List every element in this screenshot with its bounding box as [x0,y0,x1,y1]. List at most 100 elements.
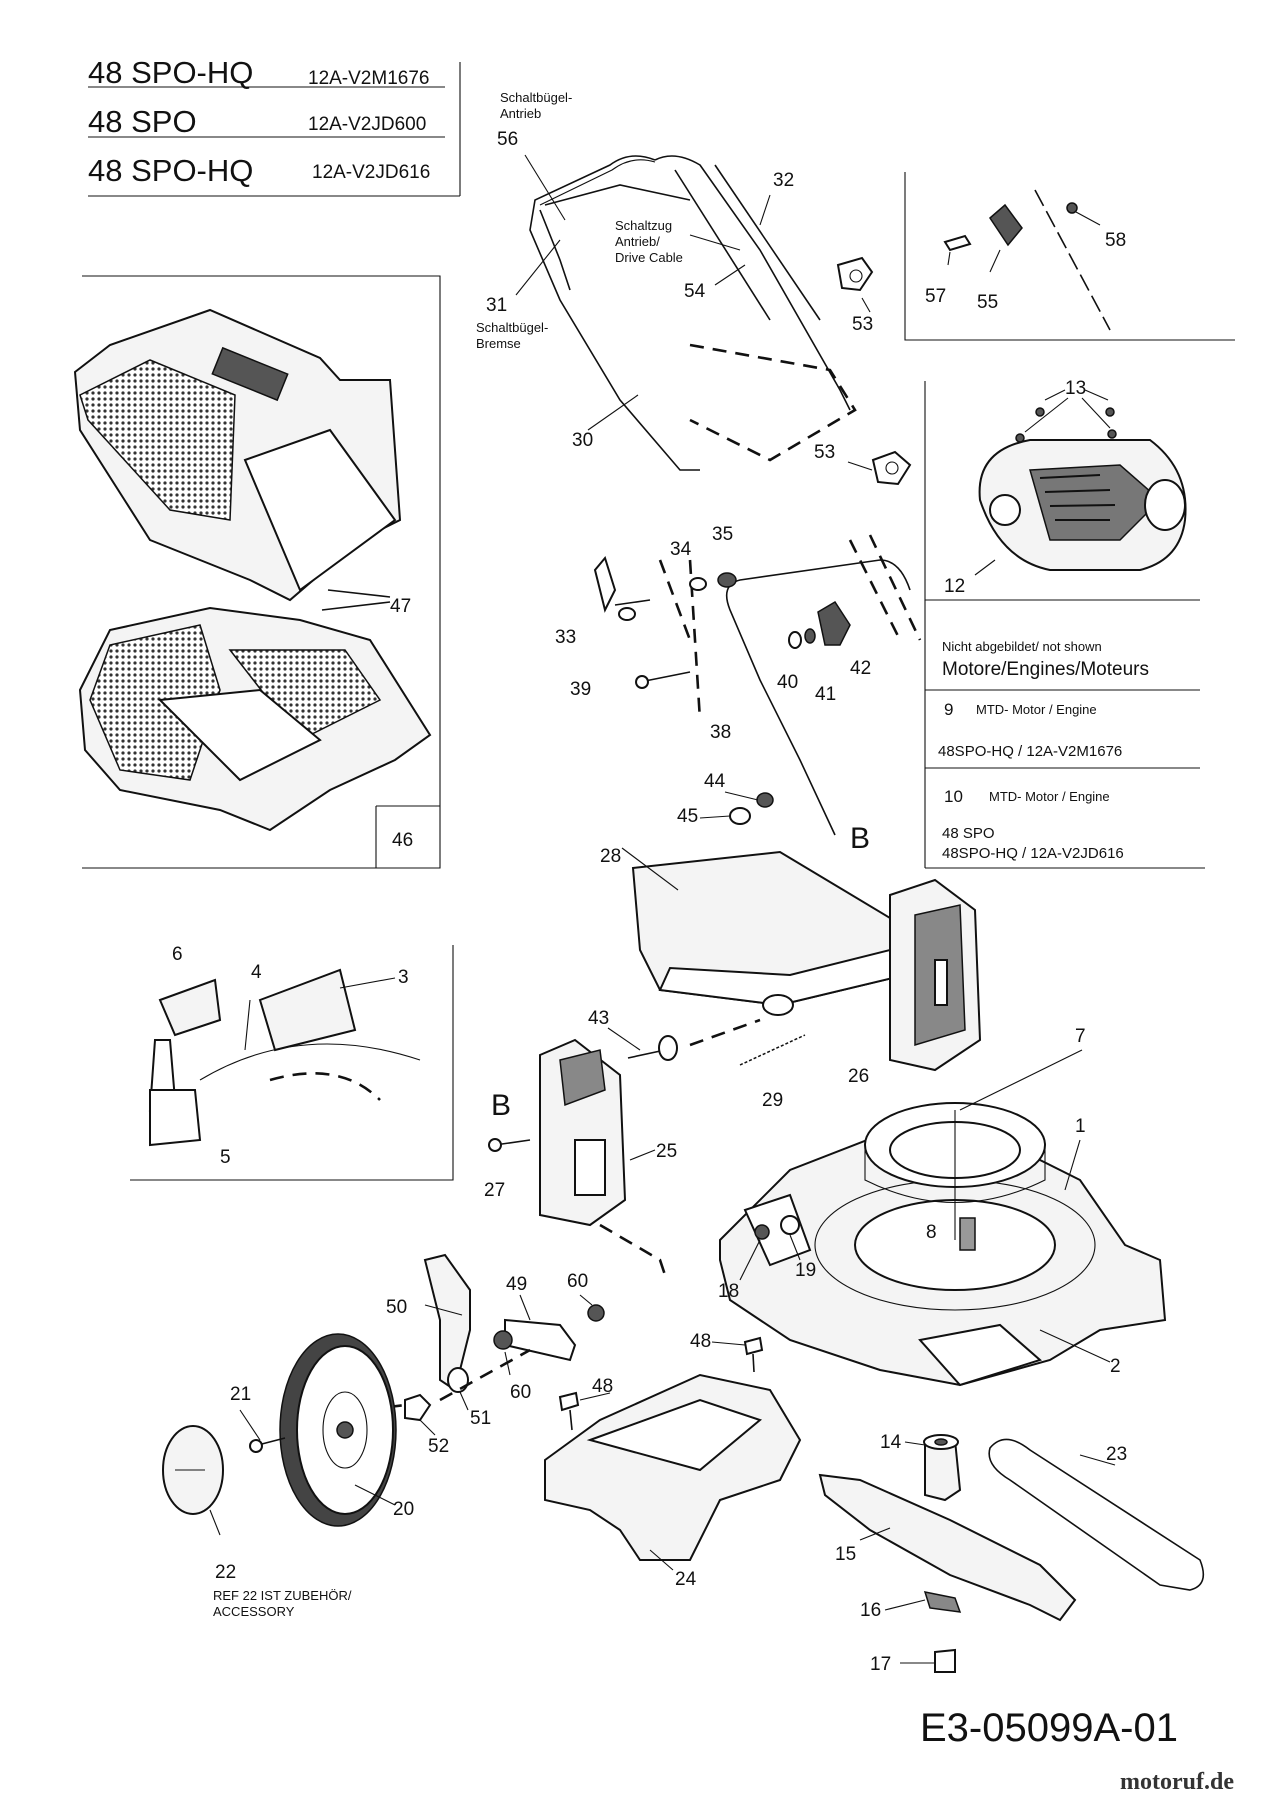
part-number-18: 18 [718,1281,739,1302]
part-number-3: 3 [398,967,409,988]
nut-60-right [587,1304,605,1322]
part-number-13: 13 [1065,378,1086,399]
part-number-38: 38 [710,722,731,743]
screw-48-left [558,1391,580,1412]
brake-bail-31 [539,209,571,291]
part-number-32: 32 [773,170,794,191]
part-number-48-left: 48 [592,1376,613,1397]
upper-handle-bar [529,155,700,471]
part-number-55: 55 [977,292,998,313]
height-lever-50 [423,1253,471,1392]
part-number-28: 28 [600,846,621,867]
side-bracket-5 [149,1089,202,1147]
blade-washer-16 [923,1591,962,1613]
blade-group: 14 15 16 17 23 [818,1432,1205,1675]
washer-40 [788,631,802,649]
rear-flap-group: 28 26 29 43 25 27 B [484,846,982,1276]
cable-clip-53-upper [836,256,874,292]
part-number-53-upper: 53 [852,314,873,335]
part-number-23: 23 [1106,1444,1127,1465]
shaft-8 [959,1217,976,1251]
screw-48-right [743,1336,764,1356]
model-code-3: 12A-V2JD616 [312,162,430,183]
part-number-12: 12 [944,576,965,597]
marker-b-lower: B [491,1089,511,1122]
model-code-1: 12A-V2M1676 [308,68,429,89]
part-number-29: 29 [762,1090,783,1111]
washer-19 [780,1215,800,1235]
part-number-44: 44 [704,771,726,792]
lever-knob-55 [989,203,1023,247]
cable-clip-53-lower [871,450,912,486]
part-number-56: 56 [497,129,518,150]
part-number-6: 6 [172,944,183,965]
part-number-20: 20 [393,1499,414,1520]
label-schaltbuegel-bremse-1: Schaltbügel- [476,320,548,335]
part-number-17: 17 [870,1654,891,1675]
catcher-lid-handle [211,346,289,402]
part-number-27: 27 [484,1180,505,1201]
part-number-46: 46 [392,830,413,851]
label-schaltzug-2: Antrieb/ [615,234,660,249]
part-number-51: 51 [470,1408,491,1429]
part-number-58: 58 [1105,230,1126,251]
rear-skirt-2 [918,1323,1043,1387]
bracket-33 [593,555,617,613]
nut-18 [754,1224,770,1240]
part-number-16: 16 [860,1600,881,1621]
not-shown-table: Nicht abgebildet/ not shown Motore/Engin… [924,600,1205,869]
not-shown-heading: Nicht abgebildet/ not shown [942,639,1102,654]
mower-deck-group: 8 7 1 18 19 2 [718,1026,1167,1387]
catcher-lid-mesh [79,359,236,521]
watermark: motoruf.de [1120,1769,1234,1795]
part-number-40: 40 [777,672,798,693]
part-number-50: 50 [386,1297,407,1318]
part-number-30: 30 [572,430,593,451]
label-schaltbuegel-bremse-2: Bremse [476,336,521,351]
side-discharge-group: 6 4 3 5 [130,944,454,1181]
catcher-chute [243,428,397,592]
not-shown-desc-10: MTD- Motor / Engine [989,789,1110,804]
cable-32 [714,164,821,321]
wheel-20 [279,1333,397,1527]
part-number-47: 47 [390,596,411,617]
not-shown-desc-9: MTD- Motor / Engine [976,702,1097,717]
part-number-5: 5 [220,1147,231,1168]
nut-58 [1066,202,1078,214]
not-shown-subheading: Motore/Engines/Moteurs [942,659,1149,680]
label-schaltzug-1: Schaltzug [615,218,672,233]
wheel-group: 50 49 60 60 51 52 21 20 22 REF 22 IST ZU… [162,1253,605,1619]
plate-49 [504,1318,577,1362]
not-shown-ref-10: 10 [944,787,963,806]
label-accessory-1: REF 22 IST ZUBEHÖR/ [213,1588,352,1603]
model-title-block: 48 SPO-HQ 12A-V2M1676 48 SPO 12A-V2JD600… [88,55,461,197]
washer-34 [689,577,707,591]
part-number-19: 19 [795,1260,816,1281]
label-schaltbuegel-antrieb-1: Schaltbügel- [500,90,572,105]
part-number-41: 41 [815,684,836,705]
part-number-8: 8 [926,1222,937,1243]
part-number-60-right: 60 [567,1271,588,1292]
model-name-1: 48 SPO-HQ [88,55,253,90]
lever-detail-group: 57 55 58 [904,172,1235,341]
part-number-2: 2 [1110,1356,1121,1377]
deflector-group: 48 48 24 [544,1331,802,1590]
part-number-39: 39 [570,679,591,700]
spring-29 [739,1034,806,1066]
label-accessory-2: ACCESSORY [213,1604,295,1619]
part-number-49: 49 [506,1274,527,1295]
part-number-45: 45 [677,806,698,827]
drawing-number: E3-05099A-01 [920,1706,1178,1750]
engine-cover-group: 13 12 [924,378,1200,601]
deflector-24 [544,1373,802,1561]
nut-44 [756,792,774,808]
part-number-1: 1 [1075,1116,1086,1137]
not-shown-model-10b: 48SPO-HQ / 12A-V2JD616 [942,845,1124,862]
part-number-4: 4 [251,962,262,983]
drive-bail-56 [544,184,691,206]
nut-35 [717,572,737,588]
lower-handle-38 [725,559,911,836]
not-shown-ref-9: 9 [944,700,953,719]
not-shown-model-10a: 48 SPO [942,825,995,842]
